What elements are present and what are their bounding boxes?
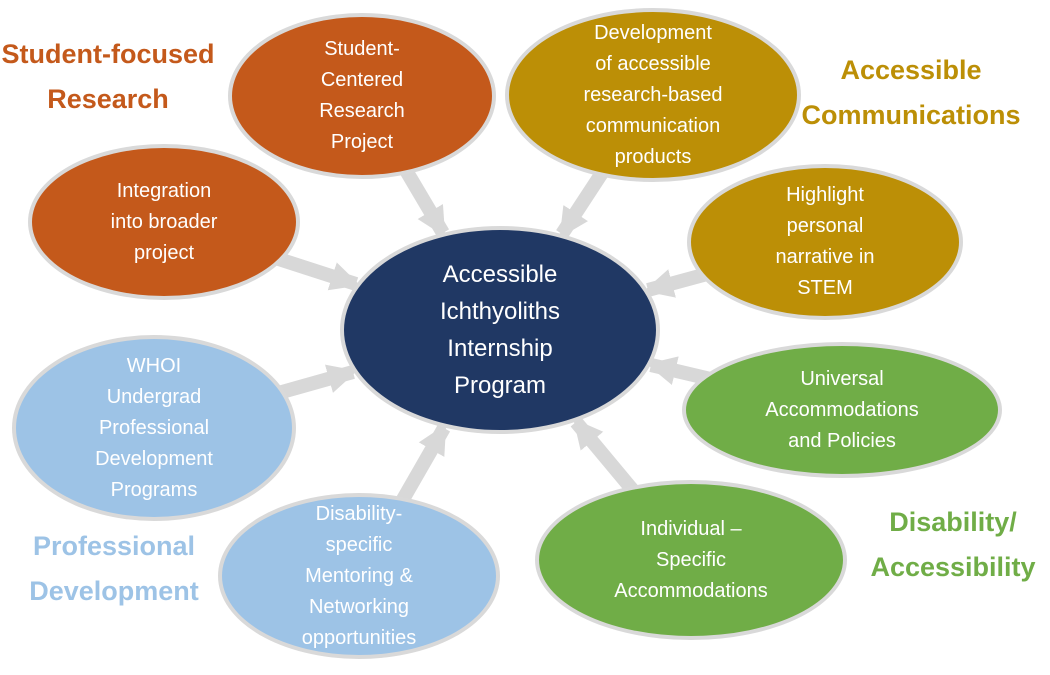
- node-label: Development of accessible research-based…: [583, 21, 723, 168]
- node-label: WHOI Undergrad Professional Development …: [95, 354, 213, 501]
- node-whoi-undergrad-professional-development: WHOI Undergrad Professional Development …: [12, 335, 296, 521]
- node-center-program: Accessible Ichthyoliths Internship Progr…: [340, 226, 660, 434]
- center-program-label: Accessible Ichthyoliths Internship Progr…: [439, 261, 561, 399]
- category-label-accessible-communications: Accessible Communications: [801, 55, 1021, 130]
- node-highlight-personal-narrative: Highlight personal narrative in STEM: [687, 164, 963, 320]
- category-label-disability-accessibility: Disability/ Accessibility: [870, 507, 1036, 582]
- node-label: Integration into broader project: [110, 179, 218, 264]
- category-label-student-focused-research: Student-focused Research: [1, 39, 215, 114]
- node-universal-accommodations-and-policies: Universal Accommodations and Policies: [682, 342, 1002, 478]
- node-disability-specific-mentoring-networking: Disability- specific Mentoring & Network…: [218, 493, 500, 659]
- node-development-of-communication-products: Development of accessible research-based…: [505, 8, 801, 182]
- category-label-professional-development: Professional Development: [29, 531, 199, 606]
- node-label: Individual – Specific Accommodations: [614, 517, 768, 602]
- node-label: Disability- specific Mentoring & Network…: [301, 502, 417, 649]
- node-individual-specific-accommodations: Individual – Specific Accommodations: [535, 480, 847, 640]
- node-integration-into-broader-project: Integration into broader project: [28, 144, 300, 300]
- node-student-centered-research-project: Student- Centered Research Project: [228, 13, 496, 179]
- node-label: Highlight personal narrative in STEM: [775, 184, 875, 299]
- node-label: Student- Centered Research Project: [319, 38, 405, 153]
- node-label: Universal Accommodations and Policies: [765, 367, 919, 452]
